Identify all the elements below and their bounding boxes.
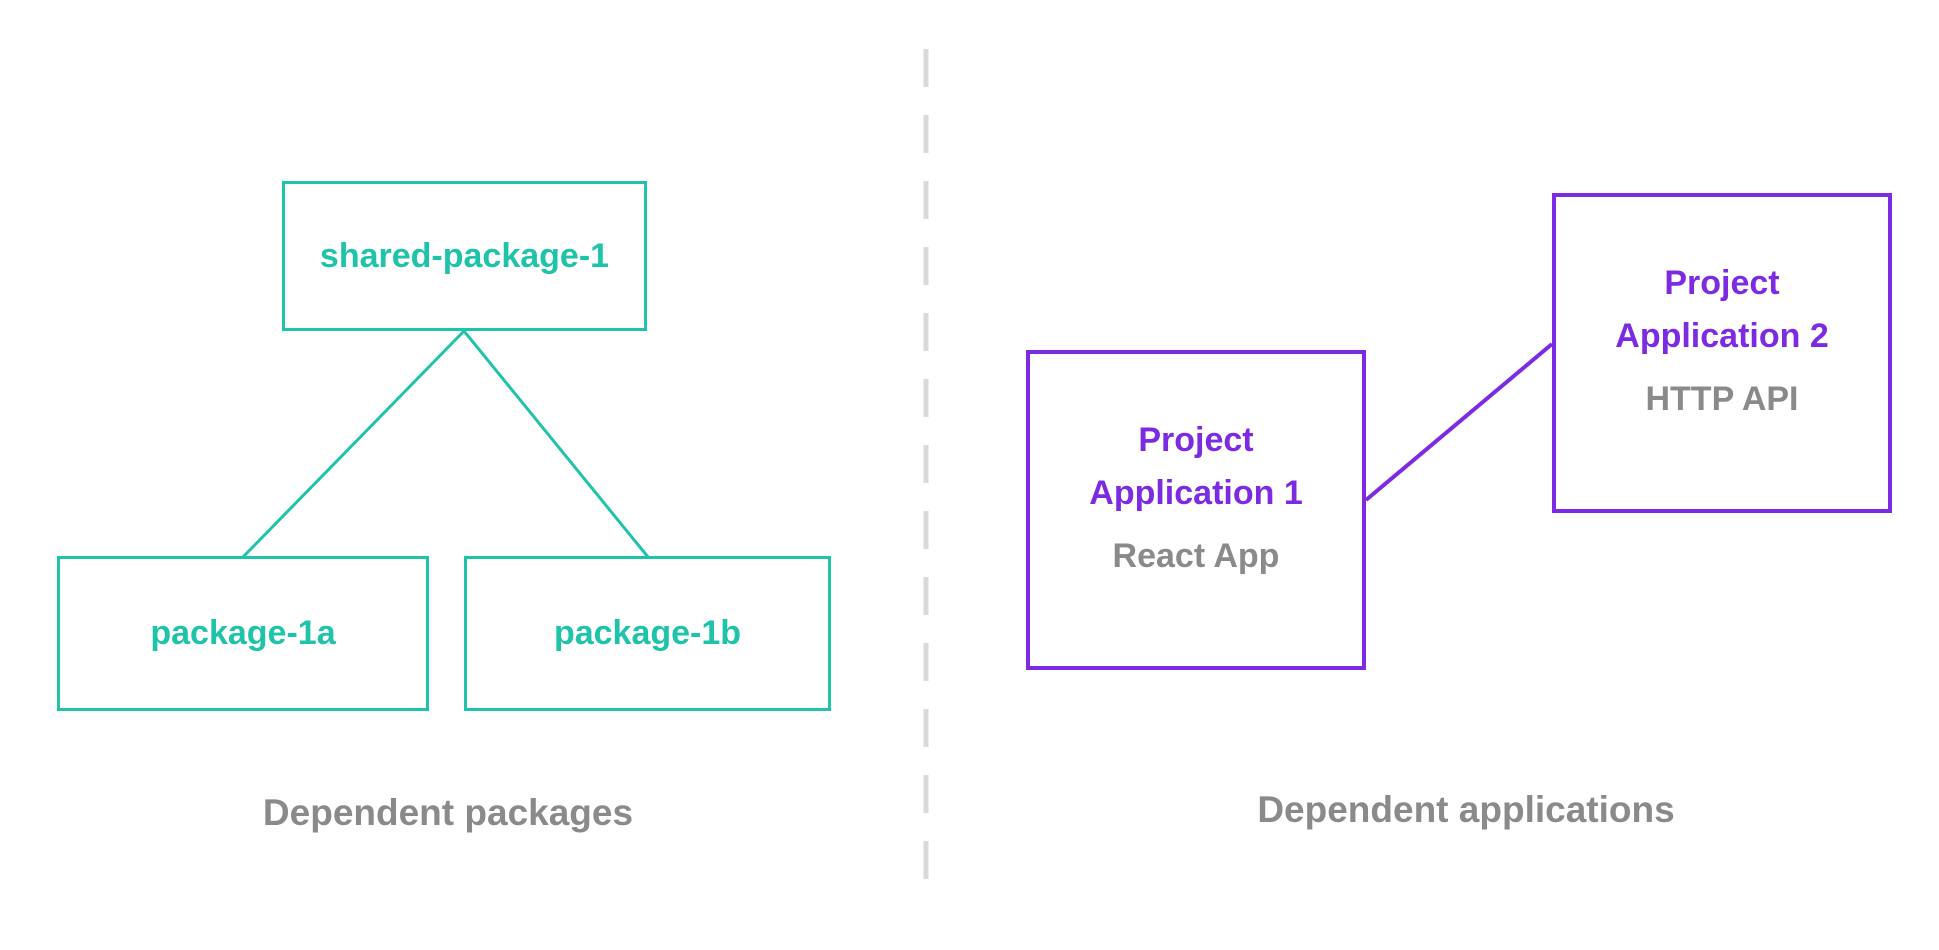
app-subtitle: React App: [1112, 537, 1280, 575]
edge-shared-to-package-1a: [241, 329, 466, 559]
app-subtitle: HTTP API: [1645, 380, 1799, 418]
node-label: shared-package-1: [319, 236, 610, 275]
node-package-1a: package-1a: [57, 556, 429, 711]
edge-app1-to-app2: [1364, 342, 1554, 502]
caption-dependent-applications: Dependent applications: [1257, 789, 1675, 830]
node-package-1b: package-1b: [464, 556, 831, 711]
node-label: package-1a: [150, 614, 336, 652]
app-title: Project Application 2: [1615, 264, 1829, 355]
node-shared-package-1: shared-package-1: [282, 181, 647, 331]
node-project-application-2: Project Application 2 HTTP API: [1552, 193, 1892, 513]
node-label: package-1b: [553, 614, 742, 652]
app-title: Project Application 1: [1089, 421, 1303, 512]
node-project-application-1: Project Application 1 React App: [1026, 350, 1366, 670]
caption-dependent-packages: Dependent packages: [262, 792, 634, 833]
edge-shared-to-package-1b: [462, 330, 650, 558]
